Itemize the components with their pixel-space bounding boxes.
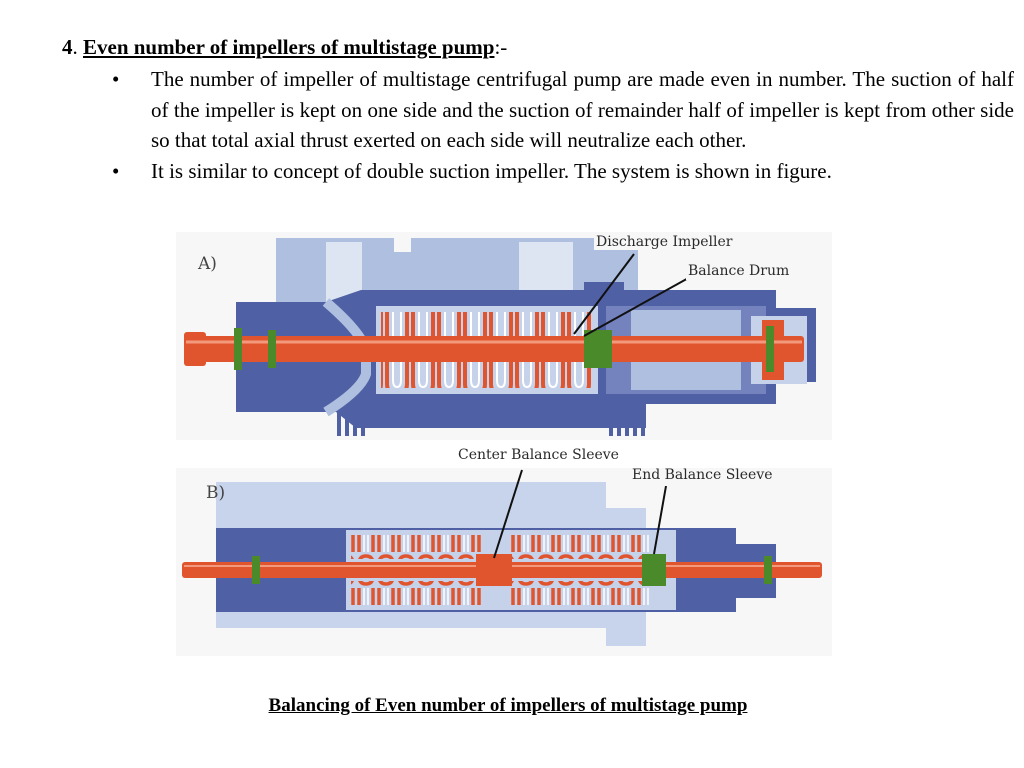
section-title: Even number of impellers of multistage p… bbox=[83, 35, 495, 59]
section-separator: . bbox=[72, 35, 83, 59]
shaft-a bbox=[184, 336, 804, 362]
end-balance-sleeve-label: End Balance Sleeve bbox=[632, 467, 773, 483]
panel-a-label: A) bbox=[197, 254, 217, 274]
discharge-impeller-label: Discharge Impeller bbox=[596, 234, 733, 250]
balance-drum-label: Balance Drum bbox=[688, 263, 789, 279]
bullet-list: • The number of impeller of multistage c… bbox=[108, 64, 1014, 186]
bullet-text: It is similar to concept of double sucti… bbox=[151, 158, 832, 183]
bullet-marker: • bbox=[112, 158, 120, 183]
bullet-text: The number of impeller of multistage cen… bbox=[151, 67, 1014, 152]
bullet-item: • The number of impeller of multistage c… bbox=[108, 64, 1014, 156]
section-suffix: :- bbox=[494, 35, 508, 59]
figure-caption: Balancing of Even number of impellers of… bbox=[268, 695, 748, 716]
bullet-marker: • bbox=[112, 67, 120, 91]
center-balance-sleeve-label: Center Balance Sleeve bbox=[458, 447, 619, 463]
section-heading: 4. Even number of impellers of multistag… bbox=[62, 34, 507, 60]
pump-b-drawing bbox=[176, 468, 832, 656]
bullet-item: • It is similar to concept of double suc… bbox=[108, 156, 1014, 187]
panel-b-label: B) bbox=[206, 483, 225, 503]
section-number: 4 bbox=[62, 35, 73, 59]
pump-figure: A) Discharge Impeller Balance Drum Cente… bbox=[176, 232, 832, 656]
pump-diagram: A) Discharge Impeller Balance Drum Cente… bbox=[176, 232, 832, 656]
